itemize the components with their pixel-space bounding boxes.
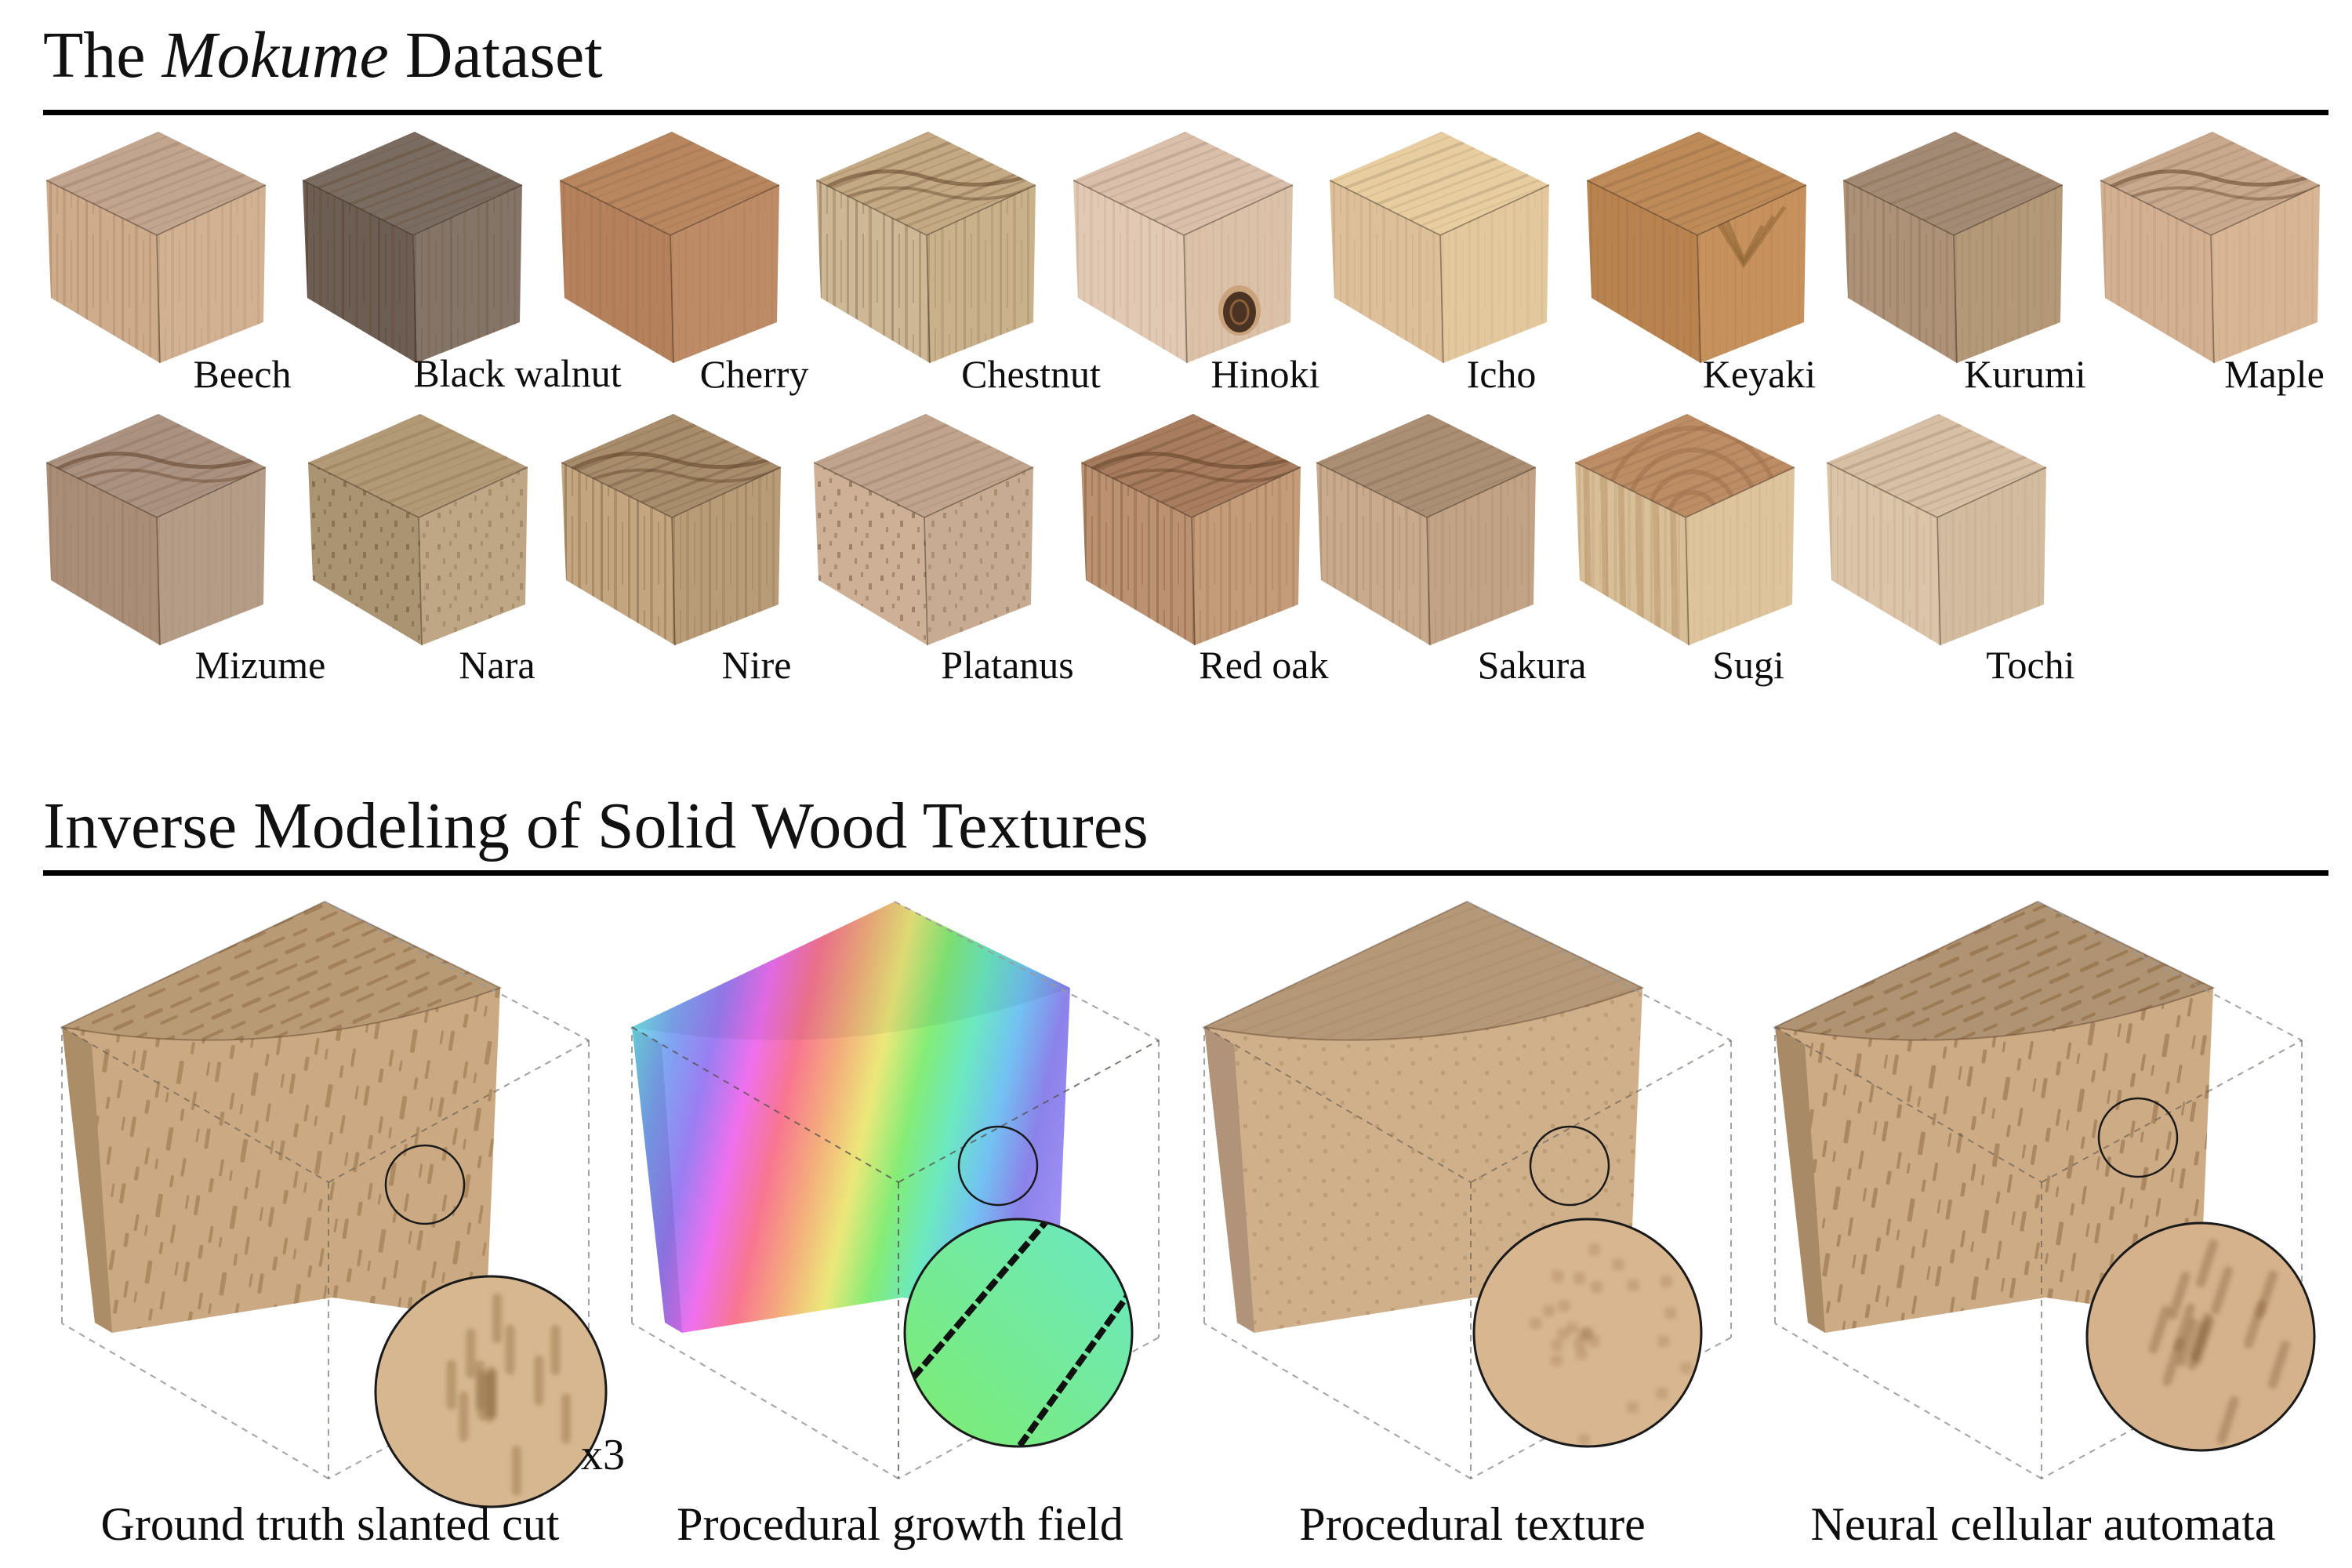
wedge-side-face: [62, 1027, 112, 1333]
top-wave-grain: [53, 452, 263, 488]
cube-render: [1081, 414, 1301, 646]
zoom-inset-border: [374, 1275, 608, 1508]
zoom-inset-border: [1472, 1218, 1703, 1448]
species-cube-sugi: [1575, 414, 1796, 649]
cube-render: [561, 414, 782, 646]
zoom-source-circle: [2097, 1097, 2179, 1178]
zoom-inset: [1474, 1219, 1701, 1446]
species-cube-red-oak: [1081, 414, 1302, 649]
species-label: Chestnut: [961, 352, 1101, 396]
panel-caption: Procedural texture: [1299, 1498, 1646, 1550]
species-label: Mizume: [194, 643, 326, 687]
zoom-inset: [376, 1276, 606, 1507]
top-wave-grain: [568, 452, 779, 488]
top-wave-grain: [2107, 169, 2318, 205]
species-cube-maple: [2100, 132, 2321, 367]
species-label: Nire: [721, 643, 792, 687]
cube-render: [46, 132, 267, 364]
panel-procedural: [1201, 900, 1732, 1479]
cube-render: [1587, 132, 1807, 364]
zoom-inset: [2087, 1223, 2314, 1450]
species-cube-cherry: [560, 132, 781, 367]
inverse-title-rule: [43, 870, 2328, 876]
wedge-side-face: [1204, 1027, 1254, 1333]
top-wave-grain: [822, 169, 1033, 205]
species-cube-black-walnut: [303, 132, 524, 367]
cube-render: [1843, 132, 2063, 364]
species-label: Cherry: [699, 352, 809, 396]
zoom-source-circle: [384, 1144, 466, 1225]
species-label: Sakura: [1477, 643, 1587, 687]
species-label: Keyaki: [1702, 352, 1817, 396]
cube-render: [1575, 414, 1795, 646]
knot-accent: [1218, 285, 1261, 336]
dashed-cube-outline: [631, 901, 1160, 1479]
species-label: Red oak: [1199, 643, 1329, 687]
species-cube-tochi: [1827, 414, 2048, 649]
zoom-inset-border: [903, 1218, 1134, 1448]
species-label: Sugi: [1712, 643, 1784, 687]
species-cube-icho: [1330, 132, 1551, 367]
dataset-title: The Mokume Dataset: [43, 19, 603, 92]
zoom-inset-border: [2085, 1221, 2316, 1452]
species-cube-kurumi: [1843, 132, 2064, 367]
inverse-panels-figure: [59, 900, 2316, 1508]
species-label: Beech: [193, 352, 292, 396]
panel-photo: [59, 900, 608, 1508]
species-label: Nara: [459, 643, 535, 687]
species-cube-keyaki: [1587, 132, 1808, 367]
cube-render: [46, 414, 267, 646]
species-cube-nara: [308, 414, 529, 649]
panel-nca: [1772, 900, 2316, 1479]
cube-render: [816, 132, 1036, 364]
cube-render: [1073, 132, 1294, 364]
species-label: Hinoki: [1210, 352, 1320, 396]
species-cube-sakura: [1316, 414, 1537, 649]
cube-render: [1316, 414, 1537, 646]
cube-render: [1330, 132, 1550, 364]
cube-render: [1827, 414, 2047, 646]
species-cube-hinoki: [1073, 132, 1294, 367]
species-label: Platanus: [941, 643, 1074, 687]
cube-render: [2100, 132, 2321, 364]
species-label: Icho: [1466, 352, 1537, 396]
species-label: Black walnut: [413, 351, 622, 395]
magnification-label: x3: [581, 1431, 625, 1479]
zoom-inset: [905, 1219, 1132, 1446]
species-cube-mizume: [46, 414, 267, 649]
species-cube-beech: [46, 132, 267, 367]
top-wave-grain: [1087, 452, 1298, 488]
species-cube-nire: [561, 414, 782, 649]
inverse-title-text: Inverse Modeling of Solid Wood Textures: [43, 789, 1149, 862]
panel-caption: Neural cellular automata: [1810, 1498, 2276, 1550]
inverse-title: Inverse Modeling of Solid Wood Textures: [43, 789, 1149, 862]
species-label: Maple: [2224, 352, 2325, 396]
zoom-source-circle: [1529, 1125, 1610, 1207]
zoom-source-circle: [957, 1125, 1039, 1207]
dataset-title-post: Dataset: [388, 19, 603, 92]
species-label: Tochi: [1986, 643, 2075, 687]
dataset-title-italic: Mokume: [162, 19, 389, 92]
species-cube-chestnut: [816, 132, 1037, 367]
dataset-title-rule: [43, 110, 2328, 115]
species-label: Kurumi: [1964, 352, 2086, 396]
panel-growth-field: [631, 901, 1160, 1479]
panel-caption: Ground truth slanted cut: [100, 1498, 560, 1550]
wedge-side-face: [1775, 1027, 1825, 1333]
cube-render: [303, 132, 523, 364]
cube-render: [814, 414, 1034, 646]
panel-caption: Procedural growth field: [677, 1498, 1123, 1550]
growth-field-face: [632, 902, 1070, 1333]
dataset-title-pre: The: [43, 19, 162, 92]
cube-render: [560, 132, 780, 364]
cube-render: [308, 414, 528, 646]
species-cube-platanus: [814, 414, 1035, 649]
dashed-cube-outline: [1203, 901, 1732, 1479]
